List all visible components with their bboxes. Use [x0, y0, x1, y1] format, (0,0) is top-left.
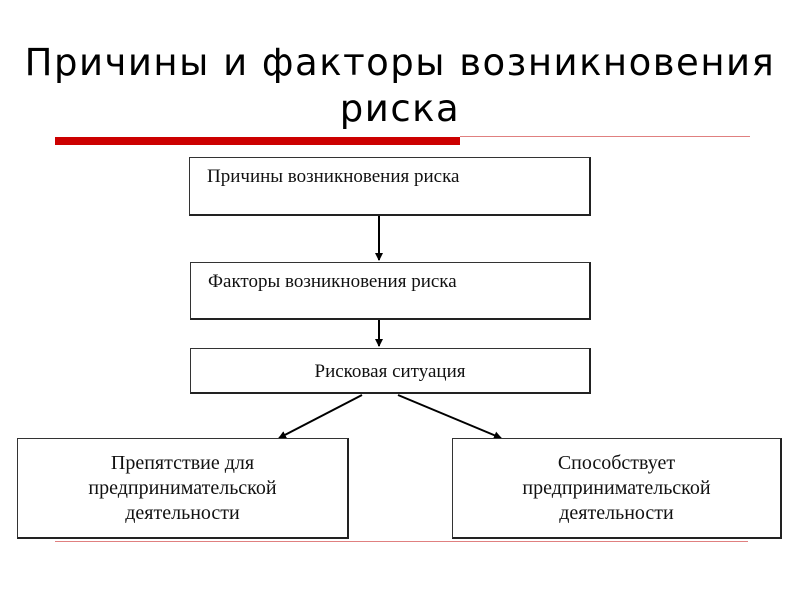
obstacle-line-3: деятельности	[125, 502, 240, 524]
factors-box: Факторы возникновения риска	[190, 262, 591, 320]
title-accent-bar	[55, 137, 460, 145]
obstacle-line-1: Препятствие для	[110, 452, 255, 474]
arrow-situation-to-obstacle	[278, 394, 363, 439]
title-line-2: риска	[339, 87, 461, 130]
title-line-1: Причины и факторы возникновения	[24, 41, 776, 84]
obstacle-line-2: предпринимательской	[88, 477, 277, 499]
promotes-line-3: деятельности	[559, 502, 674, 524]
bottom-divider-line	[55, 541, 748, 542]
promotes-line-2: предпринимательской	[522, 477, 711, 499]
arrow-situation-to-promotes	[397, 394, 502, 439]
promotes-box: Способствует предпринимательской деятель…	[452, 438, 782, 539]
causes-box: Причины возникновения риска	[189, 157, 591, 216]
obstacle-box: Препятствие для предпринимательской деят…	[17, 438, 349, 539]
risk-situation-box: Рисковая ситуация	[190, 348, 591, 394]
promotes-line-1: Способствует	[557, 452, 676, 474]
title-divider-line	[460, 136, 750, 137]
slide-title: Причины и факторы возникновения риска	[0, 40, 800, 132]
